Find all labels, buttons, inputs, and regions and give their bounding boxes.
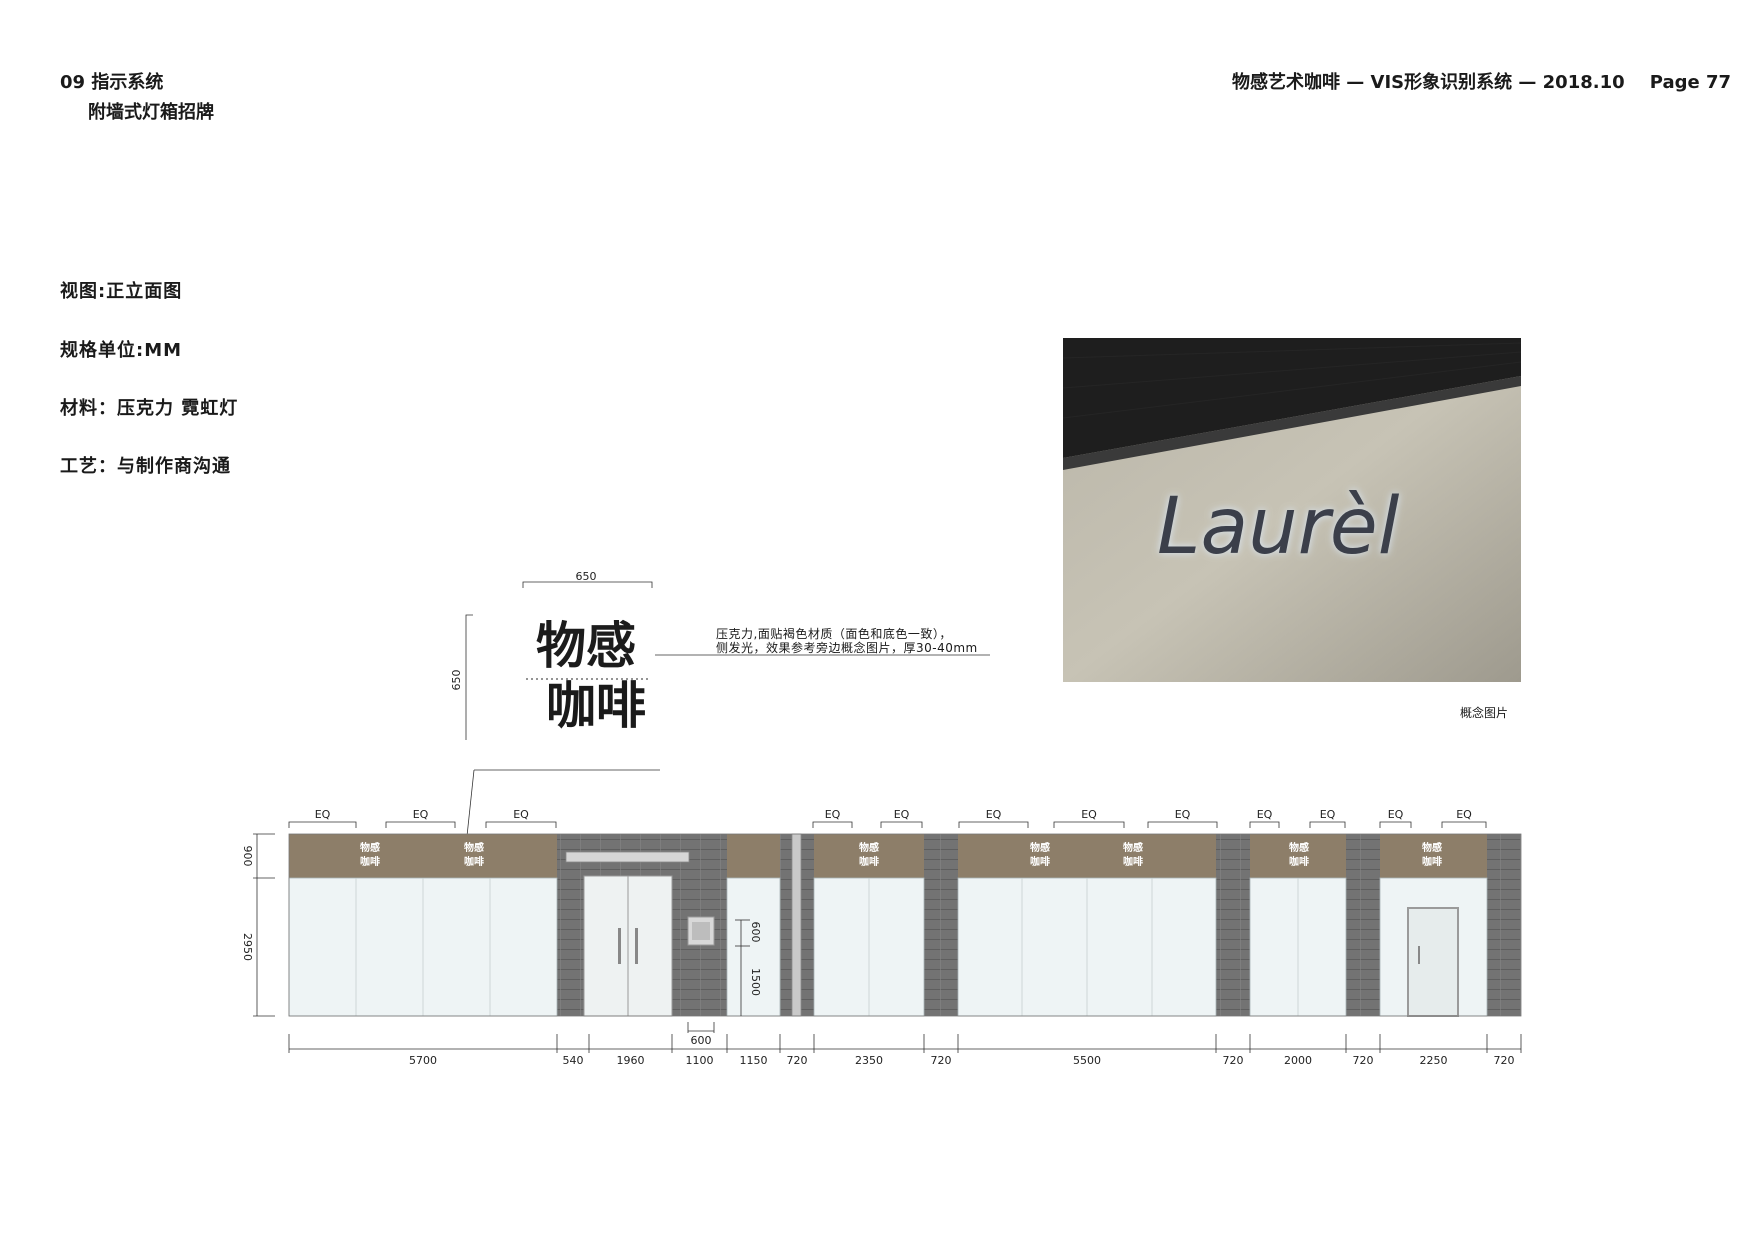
svg-text:咖啡: 咖啡 [1422,855,1442,868]
plaque-elevation-label: 1500 [749,968,762,996]
svg-text:物感: 物感 [1422,841,1442,854]
glass-height-label: 2950 [241,933,254,961]
logo-line2: 咖啡 [546,676,646,735]
bottom-dimension-label: 720 [931,1054,952,1067]
bottom-dimension-label: 1100 [686,1054,714,1067]
bottom-dimension-label: 720 [1494,1054,1515,1067]
eq-spacing-label: EQ [825,808,841,821]
bottom-dimension-label: 2350 [855,1054,883,1067]
svg-text:物感: 物感 [464,841,484,854]
material-note-line2: 侧发光，效果参考旁边概念图片，厚30-40mm [716,641,978,655]
svg-text:物感: 物感 [859,841,879,854]
svg-text:物感: 物感 [1030,841,1050,854]
photo-sign-glow: Laurèl [1157,482,1400,572]
spec-process: 工艺：与制作商沟通 [60,456,231,477]
bottom-dimension-label: 5500 [1073,1054,1101,1067]
document-header: 物感艺术咖啡 — VIS形象识别系统 — 2018.10 Page 77 [1232,68,1731,94]
page-number: Page 77 [1649,72,1731,93]
logo-height-label: 650 [450,670,463,691]
eq-spacing-label: EQ [315,808,331,821]
material-note: 压克力,面贴褐色材质（面色和底色一致）， 侧发光，效果参考旁边概念图片，厚30-… [716,627,978,655]
svg-text:物感: 物感 [1289,841,1309,854]
photo-sign-text: Laurèl [1157,482,1400,572]
logo-detail-drawing: 650 650 物感 [450,570,990,740]
bottom-dimension-label: 720 [1223,1054,1244,1067]
spec-material: 材料：压克力 霓虹灯 [60,398,239,419]
eq-spacing-label: EQ [413,808,429,821]
svg-text:物感: 物感 [360,841,380,854]
logo-line1: 物感 [536,616,636,675]
material-note-line1: 压克力,面贴褐色材质（面色和底色一致）， [716,627,952,641]
svg-text:咖啡: 咖啡 [1123,855,1143,868]
eq-spacing-label: EQ [513,808,529,821]
bottom-dimension-label: 2000 [1284,1054,1312,1067]
band-height-label: 900 [241,846,254,867]
plaque-height-label: 600 [749,922,762,943]
bottom-dimension-label: 720 [1353,1054,1374,1067]
svg-text:咖啡: 咖啡 [360,855,380,868]
document-title: 物感艺术咖啡 — VIS形象识别系统 — 2018.10 [1232,72,1625,93]
section-subtitle: 附墙式灯箱招牌 [88,102,214,123]
svg-text:咖啡: 咖啡 [1030,855,1050,868]
plaque-width-label: 600 [691,1034,712,1047]
svg-text:物感: 物感 [1123,841,1143,854]
spec-unit: 规格单位:MM [60,340,183,361]
bottom-dimension-label: 1150 [740,1054,768,1067]
photo-caption: 概念图片 [1460,706,1509,720]
eq-spacing-label: EQ [1456,808,1472,821]
eq-spacing-label: EQ [986,808,1002,821]
section-number: 09 指示系统 [60,72,164,93]
eq-spacing-label: EQ [1175,808,1191,821]
svg-text:咖啡: 咖啡 [859,855,879,868]
eq-spacing-label: EQ [894,808,910,821]
concept-photo: Laurèl Laurèl [1063,338,1521,682]
eq-spacing-label: EQ [1081,808,1097,821]
eq-spacing-label: EQ [1257,808,1273,821]
bottom-dimension-label: 2250 [1420,1054,1448,1067]
svg-text:咖啡: 咖啡 [464,855,484,868]
bottom-dimension-label: 1960 [617,1054,645,1067]
eq-spacing-label: EQ [1320,808,1336,821]
bottom-dimension-label: 720 [787,1054,808,1067]
eq-spacing-label: EQ [1388,808,1404,821]
bottom-dimension-label: 540 [563,1054,584,1067]
spec-view: 视图:正立面图 [60,281,183,302]
logo-width-label: 650 [576,570,597,583]
bottom-dimension-label: 5700 [409,1054,437,1067]
svg-text:咖啡: 咖啡 [1289,855,1309,868]
